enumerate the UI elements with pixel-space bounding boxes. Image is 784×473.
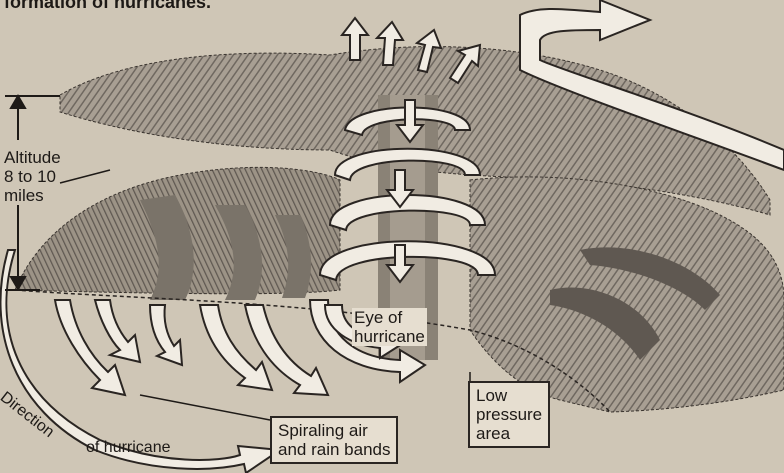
- eye-label: Eye of hurricane: [352, 308, 427, 346]
- direction-label-part2: of hurricane: [86, 438, 171, 457]
- low-pressure-line3: area: [476, 424, 542, 443]
- spiraling-air-line1: Spiraling air: [278, 421, 390, 440]
- spiraling-air-label: Spiraling air and rain bands: [270, 416, 398, 464]
- low-pressure-label: Low pressure area: [468, 381, 550, 448]
- eye-label-line2: hurricane: [354, 327, 425, 346]
- low-pressure-line2: pressure: [476, 405, 542, 424]
- altitude-label-line2: 8 to 10: [4, 167, 61, 186]
- altitude-label-line1: Altitude: [4, 148, 61, 167]
- eye-label-line1: Eye of: [354, 308, 425, 327]
- low-pressure-line1: Low: [476, 386, 542, 405]
- altitude-label: Altitude 8 to 10 miles: [4, 148, 61, 205]
- altitude-label-line3: miles: [4, 186, 61, 205]
- spiraling-air-line2: and rain bands: [278, 440, 390, 459]
